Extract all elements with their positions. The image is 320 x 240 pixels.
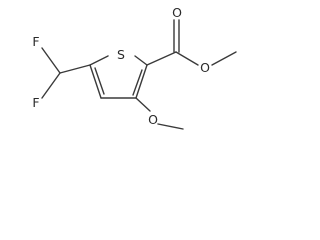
bond-c4-c5 — [89, 64, 102, 99]
bond-c2-c3-double — [132, 69, 143, 96]
bond-carbonyl-ester-o — [175, 51, 199, 66]
structure-diagram: F F S O O O — [0, 0, 242, 144]
bond-c2-carbonyl — [146, 51, 177, 66]
atom-label-carbonyl-oxygen: O — [172, 5, 182, 20]
atom-label-fluorine-top: F — [32, 34, 39, 49]
atom-label-sulfur: S — [117, 47, 125, 62]
atom-labels: F F S O O O — [32, 5, 210, 127]
atom-label-methoxy-oxygen: O — [148, 112, 158, 127]
bond-ester-o-methyl — [211, 51, 237, 66]
bond-c5-chf2 — [59, 64, 91, 74]
atom-label-fluorine-bottom: F — [32, 95, 39, 110]
bond-c2-c3 — [135, 64, 148, 99]
bond-lines — [41, 19, 237, 130]
atom-label-ester-oxygen: O — [200, 60, 210, 75]
bond-s1-c2 — [134, 55, 148, 66]
bond-chf2-f-top — [41, 47, 61, 74]
bond-c5-s1 — [89, 55, 109, 66]
bond-c4-c5-double — [94, 67, 105, 95]
bond-c3-methoxy-o — [135, 97, 151, 112]
bond-chf2-f-bottom — [41, 72, 61, 99]
bond-methoxy-o-methyl — [157, 123, 184, 130]
molecule-drawing: F F S O O O — [32, 5, 237, 130]
